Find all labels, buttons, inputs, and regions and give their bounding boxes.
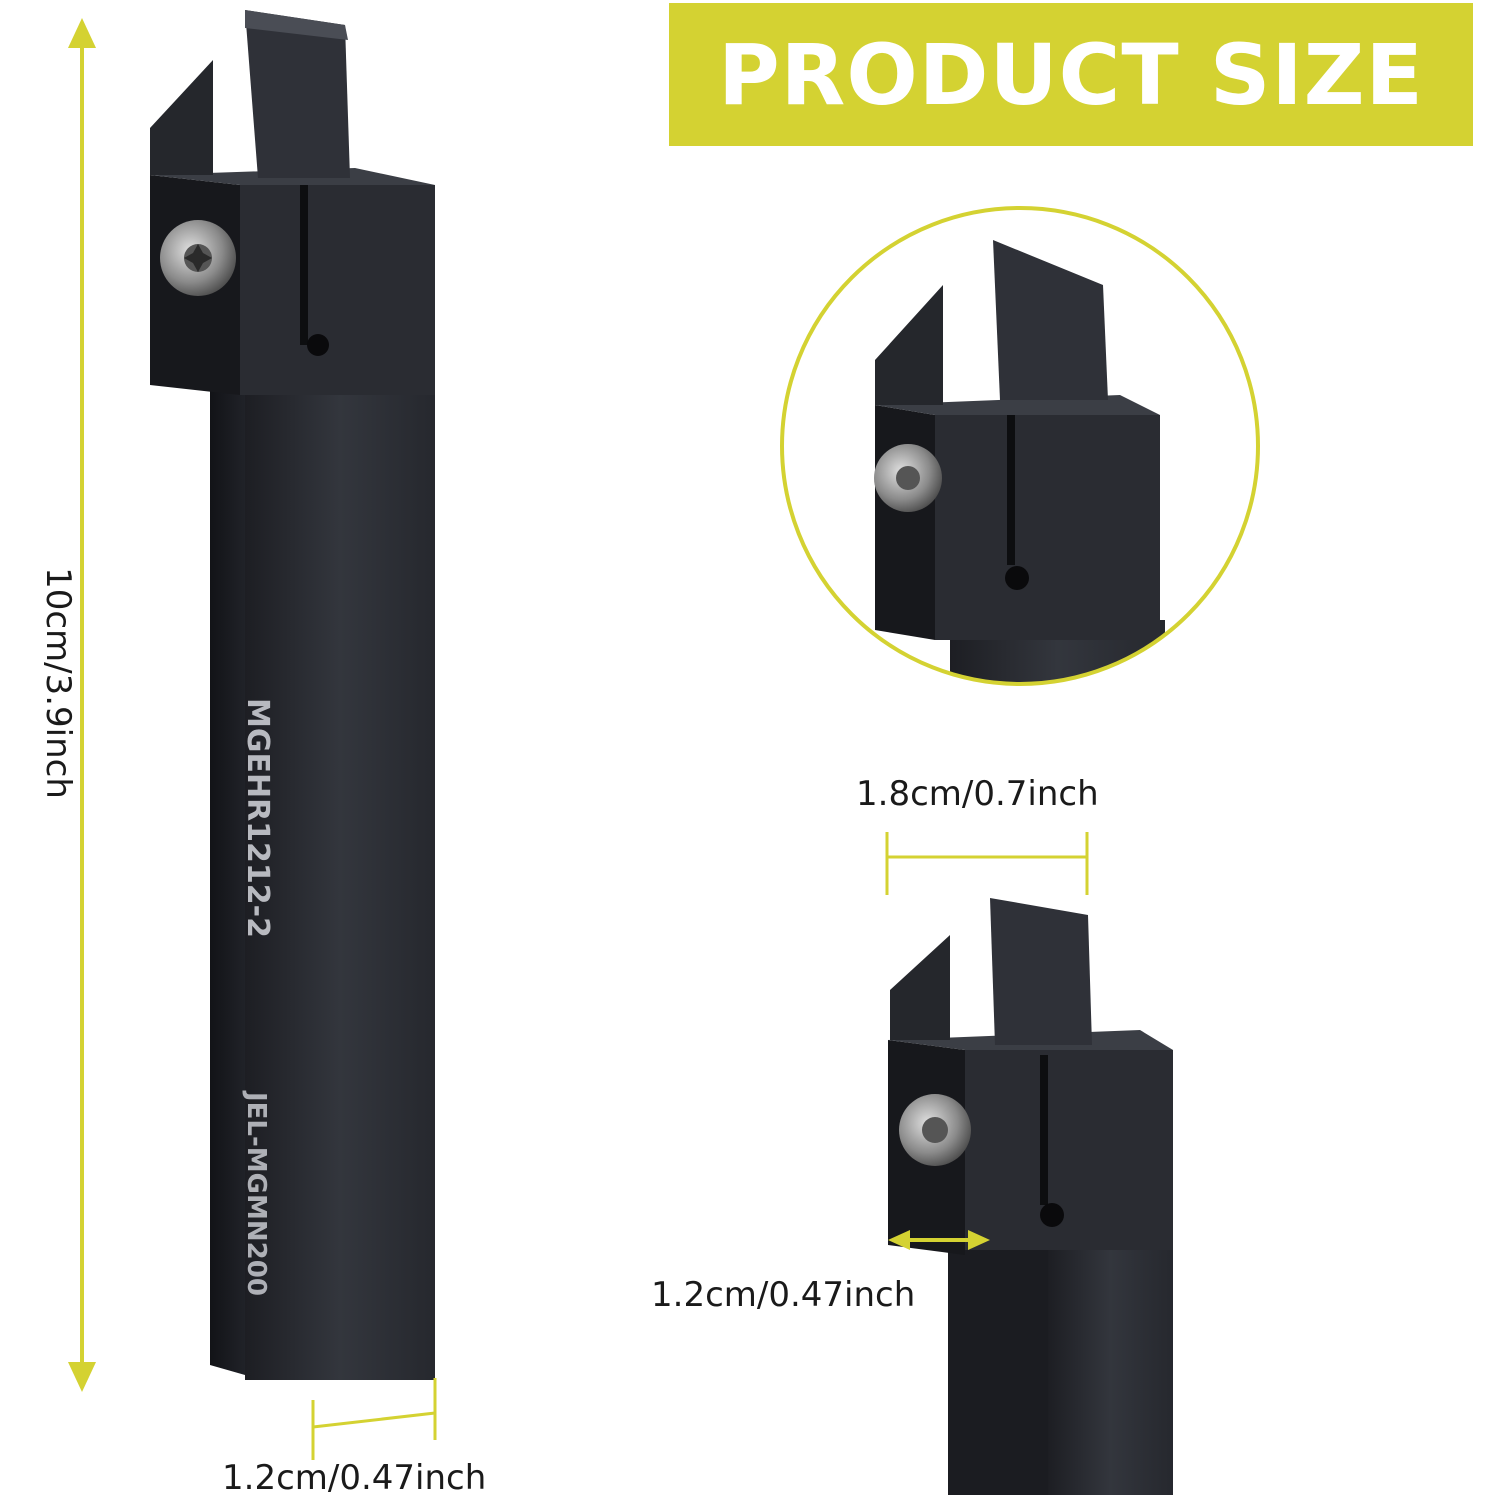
length-label: 10cm/3.9inch <box>38 567 78 799</box>
head-width-marker <box>885 832 1089 895</box>
shank-width-marker <box>311 1378 437 1460</box>
page-title: PRODUCT SIZE <box>718 25 1424 124</box>
head-width-label: 1.8cm/0.7inch <box>856 774 1099 814</box>
neck-width-label: 1.2cm/0.47inch <box>651 1275 916 1315</box>
neck-width-arrow-icon <box>888 1230 990 1250</box>
main-tool <box>150 10 435 1380</box>
title-banner: PRODUCT SIZE <box>669 3 1473 146</box>
zoom-detail <box>780 206 1260 686</box>
shank-width-label: 1.2cm/0.47inch <box>222 1458 487 1498</box>
insert-engraving: JEL-MGMN200 <box>241 1090 271 1296</box>
side-tool <box>888 898 1173 1495</box>
double-arrow-icon <box>68 18 96 1392</box>
model-engraving: MGEHR1212-2 <box>240 698 275 938</box>
